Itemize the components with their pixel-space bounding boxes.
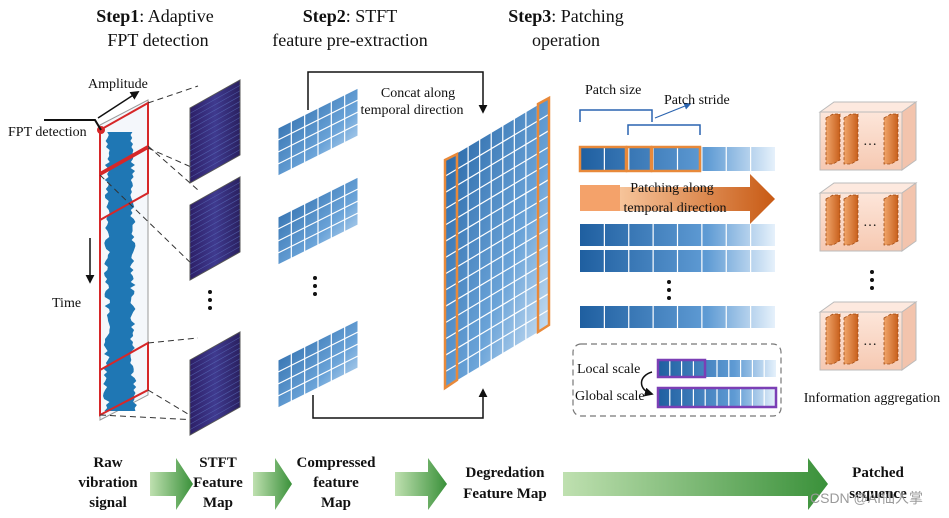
amplitude-axis-arrow	[97, 91, 140, 119]
patching-arrow-tail	[580, 185, 620, 211]
information-aggregation-panel: … … … Information aggregation	[804, 101, 940, 406]
flow-label-patched-2: sequence	[849, 486, 907, 502]
flow-label-stft-2: Feature	[193, 475, 243, 491]
spectrogram-3	[189, 331, 241, 436]
patching-label-line2: temporal direction	[623, 201, 726, 216]
aggregation-cube-1: …	[818, 101, 918, 171]
stft-feature-maps	[189, 79, 241, 436]
step2-subtitle: feature pre-extraction	[272, 30, 427, 50]
sequence-row-2	[580, 224, 775, 246]
patch-stride-label: Patch stride	[664, 93, 730, 108]
patch-size-bracket	[579, 109, 653, 122]
spectrogram-1	[189, 79, 241, 184]
patch-stride-pointer	[654, 102, 692, 119]
global-scale-sequence	[658, 388, 776, 407]
flow-label-patched-1: Patched	[852, 465, 904, 481]
sequence-row-1	[580, 147, 775, 171]
flow-label-compressed-3: Map	[321, 495, 351, 511]
patching-label-line1: Patching along	[630, 181, 714, 196]
compressed-map-1	[277, 87, 359, 177]
concat-label-line1: Concat along	[381, 86, 455, 101]
flow-label-raw-1: Raw	[93, 455, 122, 471]
multi-scale-box	[572, 343, 782, 417]
information-aggregation-label: Information aggregation	[804, 391, 940, 406]
temporal-slice-left	[443, 151, 459, 391]
flow-arrow-3	[395, 458, 447, 510]
aggregation-ellipsis-dots	[870, 270, 874, 290]
svg-text:…: …	[863, 334, 877, 349]
flow-arrow-4	[563, 458, 828, 510]
local-scale-window	[656, 358, 707, 379]
flow-label-stft-3: Map	[203, 495, 233, 511]
step-titles: Step1: Adaptive FPT detection Step2: STF…	[96, 6, 624, 50]
patch-stride-bracket	[627, 124, 701, 135]
amplitude-label: Amplitude	[88, 77, 148, 92]
flow-label-compressed-1: Compressed	[297, 455, 377, 471]
vibration-waveform	[103, 132, 137, 411]
spectrogram-2	[189, 176, 241, 281]
step3-title: Step3: Patching	[508, 6, 624, 26]
patch-size-label: Patch size	[585, 83, 641, 98]
patching-panel: Patch size Patch stride Patching along t…	[572, 83, 782, 417]
scale-arrow	[640, 371, 654, 397]
flow-label-degradation-2: Feature Map	[463, 486, 546, 502]
patching-arrow-head	[620, 174, 775, 224]
compressed-feature-maps	[277, 87, 359, 409]
aggregation-cube-3: …	[818, 301, 918, 371]
patch-box-3	[650, 145, 702, 173]
flow-label-degradation-1: Degredation	[466, 465, 546, 481]
aggregation-cube-2: …	[818, 182, 918, 252]
bottom-flow: Raw vibration signal STFT Feature Map Co…	[78, 455, 907, 511]
flow-arrow-2	[253, 458, 292, 510]
flow-label-raw-3: signal	[89, 495, 127, 511]
step1-title: Step1: Adaptive	[96, 6, 214, 26]
temporal-slice-right	[536, 95, 551, 335]
time-label: Time	[52, 296, 81, 311]
concat-arrows: Concat along temporal direction	[307, 71, 488, 419]
sequence-ellipsis-dots	[667, 280, 671, 300]
sequence-row-4	[580, 306, 775, 328]
local-scale-sequence	[658, 360, 776, 377]
global-scale-window	[656, 386, 778, 409]
step3-subtitle: operation	[532, 30, 600, 50]
flow-label-compressed-2: feature	[313, 475, 359, 491]
global-scale-label: Global scale	[575, 389, 645, 404]
step2-title: Step2: STFT	[303, 6, 398, 26]
local-scale-label: Local scale	[577, 362, 640, 377]
spectrogram-ellipsis-dots	[208, 290, 212, 310]
concat-label-line2: temporal direction	[360, 103, 463, 118]
flow-label-raw-2: vibration	[78, 475, 138, 491]
flow-arrow-1	[150, 458, 193, 510]
fpt-detection-label: FPT detection	[8, 125, 87, 140]
degradation-feature-map	[443, 95, 551, 391]
patching-arrow: Patching along temporal direction	[580, 174, 775, 224]
sequence-row-3	[580, 250, 775, 272]
compressed-map-2	[277, 176, 359, 266]
concat-arrow-bottom	[312, 388, 488, 419]
watermark: CSDN @AI仙人掌	[810, 490, 923, 506]
flow-label-stft-1: STFT	[199, 455, 237, 471]
svg-text:…: …	[863, 134, 877, 149]
svg-text:…: …	[863, 215, 877, 230]
raw-signal-panel: FPT detection Amplitude Time	[8, 77, 149, 421]
compressed-map-3	[277, 319, 359, 409]
step1-subtitle: FPT detection	[107, 30, 208, 50]
fpt-pointer-line	[44, 119, 102, 131]
concat-arrow-top	[307, 71, 488, 114]
compressed-ellipsis-dots	[313, 276, 317, 296]
